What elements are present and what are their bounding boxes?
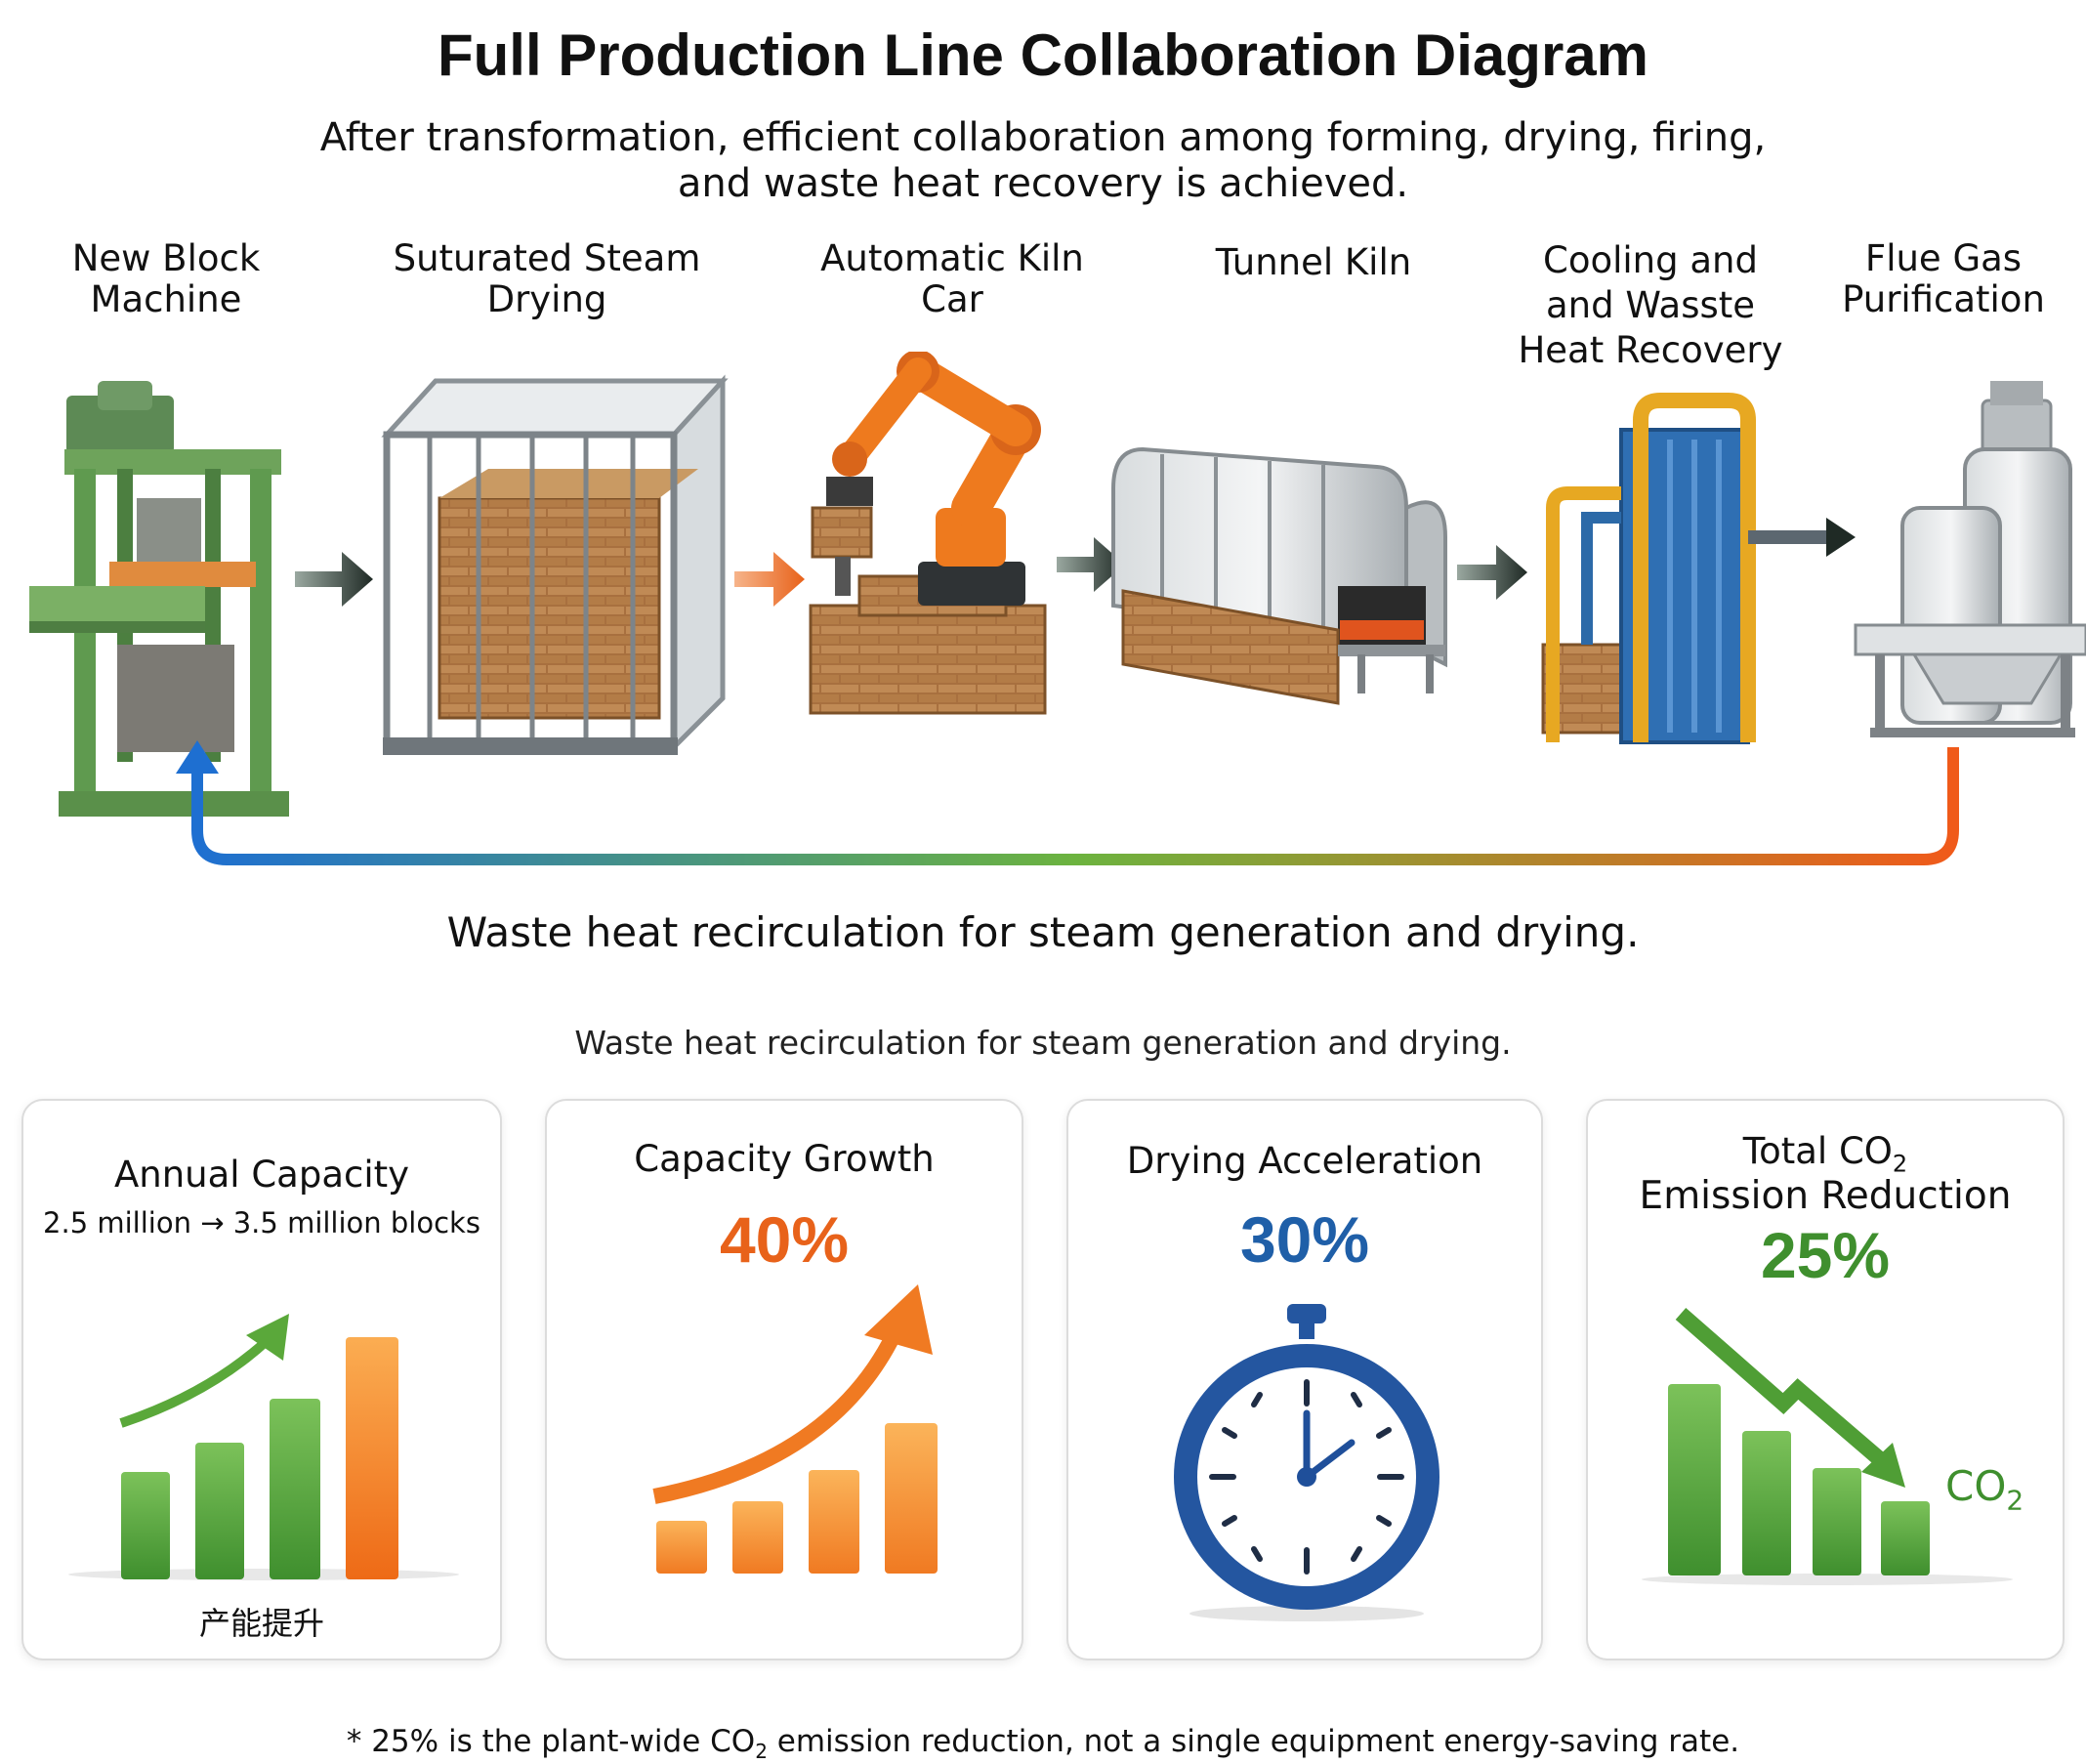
- block-machine-icon: [29, 381, 289, 817]
- flow-arrow-2: [734, 552, 805, 607]
- flow-arrow-4: [1457, 545, 1527, 600]
- stage-label-line: Heat Recovery: [1518, 329, 1783, 371]
- co2-reduction-chart-icon: [1642, 1307, 2013, 1585]
- card-title-line2: Emission Reduction: [1639, 1174, 2012, 1218]
- capacity-caption: 产能提升: [198, 1605, 324, 1642]
- stage-label-block-machine: New Block Machine: [39, 238, 293, 320]
- subtitle-line-1: After transformation, efficient collabor…: [319, 115, 1767, 160]
- flue-gas-purifier-icon: [1854, 381, 2086, 737]
- drying-value: 30%: [1239, 1203, 1370, 1276]
- footnote-after: emission reduction, not a single equipme…: [767, 1724, 1740, 1759]
- capacity-range: 2.5 million → 3.5 million blocks: [23, 1206, 500, 1239]
- growth-value: 40%: [719, 1203, 850, 1276]
- stage-label-kiln-car: Automatic Kiln Car: [801, 238, 1104, 320]
- stage-label-line: Tunnel Kiln: [1215, 241, 1412, 283]
- stage-label-steam-drying: Suturated Steam Drying: [371, 238, 723, 320]
- page-title: Full Production Line Collaboration Diagr…: [437, 22, 1649, 88]
- card-title: Capacity Growth: [634, 1138, 935, 1180]
- stage-label-line: Flue Gas: [1864, 237, 2023, 279]
- stage-label-flue-gas: Flue Gas Purification: [1816, 238, 2070, 320]
- stage-label-line: Drying: [486, 278, 607, 320]
- card-drying-acceleration: Drying Acceleration 30%: [1066, 1099, 1543, 1660]
- stage-label-line: Automatic Kiln: [820, 237, 1084, 279]
- stage-label-line: and Wasste: [1545, 284, 1756, 326]
- footnote-before: * 25% is the plant-wide CO: [346, 1724, 756, 1759]
- steam-drying-cage-icon: [381, 374, 729, 755]
- recirculation-caption-repeat: Waste heat recirculation for steam gener…: [574, 1024, 1512, 1062]
- stage-label-line: Car: [921, 278, 983, 320]
- footnote-sub: 2: [755, 1740, 768, 1764]
- range-arrow-icon: →: [200, 1206, 225, 1239]
- capacity-from: 2.5 million: [43, 1206, 191, 1239]
- co2-label-prefix: CO: [1945, 1462, 2007, 1510]
- heat-exchanger-icon: [1541, 393, 1856, 744]
- flow-arrow-1: [295, 552, 373, 607]
- robot-arm-icon: [809, 352, 1047, 715]
- card-title: Annual Capacity: [113, 1154, 410, 1196]
- co2-title-sub: 2: [1892, 1150, 1908, 1178]
- tunnel-kiln-icon: [1111, 446, 1447, 705]
- co2-value: 25%: [1760, 1219, 1891, 1291]
- co2-label-sub: 2: [2006, 1484, 2024, 1517]
- capacity-to: 3.5 million blocks: [232, 1206, 480, 1239]
- page-subtitle: After transformation, efficient collabor…: [262, 115, 1824, 207]
- card-title: Total CO2: [1588, 1130, 2063, 1185]
- stage-label-line: Cooling and: [1543, 239, 1758, 281]
- flow-arrow-3: [1057, 537, 1125, 592]
- co2-label: CO2: [1945, 1462, 2023, 1516]
- co2-title-prefix: Total CO: [1742, 1130, 1893, 1172]
- stage-label-line: Purification: [1842, 278, 2045, 320]
- stage-label-line: New Block: [71, 237, 261, 279]
- card-capacity-growth: Capacity Growth 40%: [545, 1099, 1023, 1660]
- waste-heat-loop-arrow: [176, 740, 1959, 865]
- stage-label-heat-recovery: Cooling and and Wasste Heat Recovery: [1494, 238, 1807, 373]
- card-title: Drying Acceleration: [1126, 1140, 1483, 1182]
- stage-label-tunnel-kiln: Tunnel Kiln: [1182, 242, 1445, 283]
- subtitle-line-2: and waste heat recovery is achieved.: [677, 161, 1409, 206]
- stage-label-line: Machine: [90, 278, 242, 320]
- production-line-illustration: [29, 352, 2086, 865]
- stage-label-line: Suturated Steam: [393, 237, 701, 279]
- card-annual-capacity: Annual Capacity 2.5 million → 3.5 millio…: [21, 1099, 502, 1660]
- growth-chart-icon: [652, 1284, 938, 1574]
- footnote: * 25% is the plant-wide CO2 emission red…: [0, 1724, 2086, 1763]
- card-co2-reduction: Total CO2 Emission Reduction 25% CO2: [1586, 1099, 2065, 1660]
- recirculation-caption: Waste heat recirculation for steam gener…: [446, 908, 1640, 956]
- capacity-growth-chart-icon: [68, 1314, 459, 1580]
- stopwatch-icon: [1174, 1304, 1439, 1621]
